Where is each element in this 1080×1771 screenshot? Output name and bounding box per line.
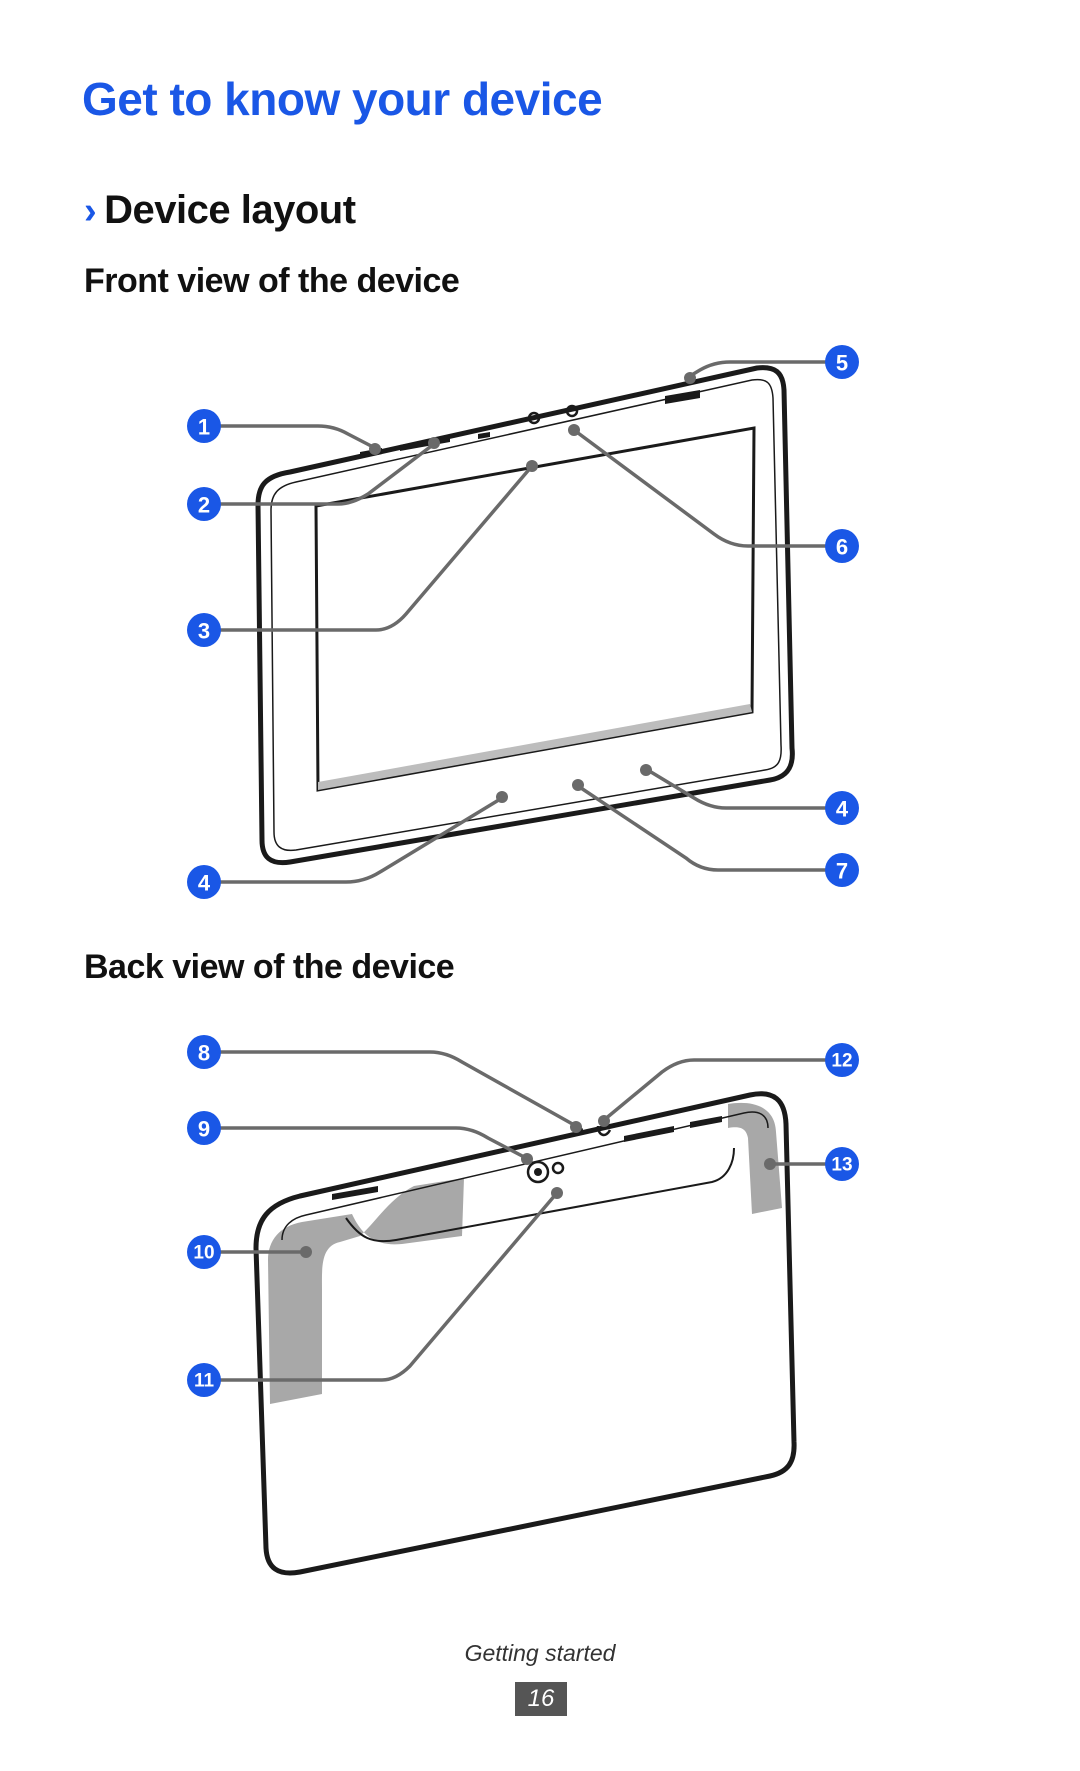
back-view-heading: Back view of the device <box>84 948 455 986</box>
tablet-back-body <box>253 1091 797 1576</box>
svg-text:12: 12 <box>831 1051 852 1072</box>
callout-badge-4-left: 4 <box>187 865 221 899</box>
callout-badge-12: 12 <box>825 1043 859 1077</box>
section-heading: › Device layout <box>84 188 356 233</box>
svg-text:9: 9 <box>198 1117 210 1142</box>
svg-text:6: 6 <box>836 535 848 560</box>
shaded-area-10 <box>268 1178 464 1404</box>
callout-badge-4-right: 4 <box>825 791 859 825</box>
footer-section-label: Getting started <box>464 1640 616 1666</box>
back-view-illustration: 8 9 10 11 12 13 <box>187 1035 859 1576</box>
callout-badge-6: 6 <box>825 529 859 563</box>
svg-text:10: 10 <box>193 1243 214 1264</box>
callout-badge-3: 3 <box>187 613 221 647</box>
tablet-front-body <box>255 365 795 866</box>
chevron-right-icon: › <box>84 190 97 232</box>
page-number: 16 <box>515 1682 567 1716</box>
callout-badge-10: 10 <box>187 1235 221 1269</box>
front-leader-lines <box>220 360 828 884</box>
svg-text:4: 4 <box>198 871 211 896</box>
callout-badge-11: 11 <box>187 1363 221 1397</box>
callout-badge-9: 9 <box>187 1111 221 1145</box>
svg-text:4: 4 <box>836 797 849 822</box>
page-title: Get to know your device <box>82 73 603 125</box>
callout-badge-7: 7 <box>825 853 859 887</box>
svg-text:7: 7 <box>836 859 848 884</box>
front-view-illustration: 1 2 3 4 4 5 6 7 <box>187 345 859 899</box>
back-leader-lines <box>220 1050 828 1382</box>
callout-badge-5: 5 <box>825 345 859 379</box>
svg-text:1: 1 <box>198 415 210 440</box>
callout-badge-2: 2 <box>187 487 221 521</box>
svg-text:5: 5 <box>836 351 848 376</box>
svg-text:3: 3 <box>198 619 210 644</box>
front-view-heading: Front view of the device <box>84 262 460 300</box>
callout-badge-13: 13 <box>825 1147 859 1181</box>
svg-text:2: 2 <box>198 493 210 518</box>
shaded-area-13 <box>728 1102 782 1214</box>
svg-text:11: 11 <box>194 1371 215 1392</box>
svg-text:13: 13 <box>831 1155 852 1176</box>
svg-text:8: 8 <box>198 1041 210 1066</box>
section-title: Device layout <box>104 188 356 232</box>
callout-badge-8: 8 <box>187 1035 221 1069</box>
callout-badge-1: 1 <box>187 409 221 443</box>
